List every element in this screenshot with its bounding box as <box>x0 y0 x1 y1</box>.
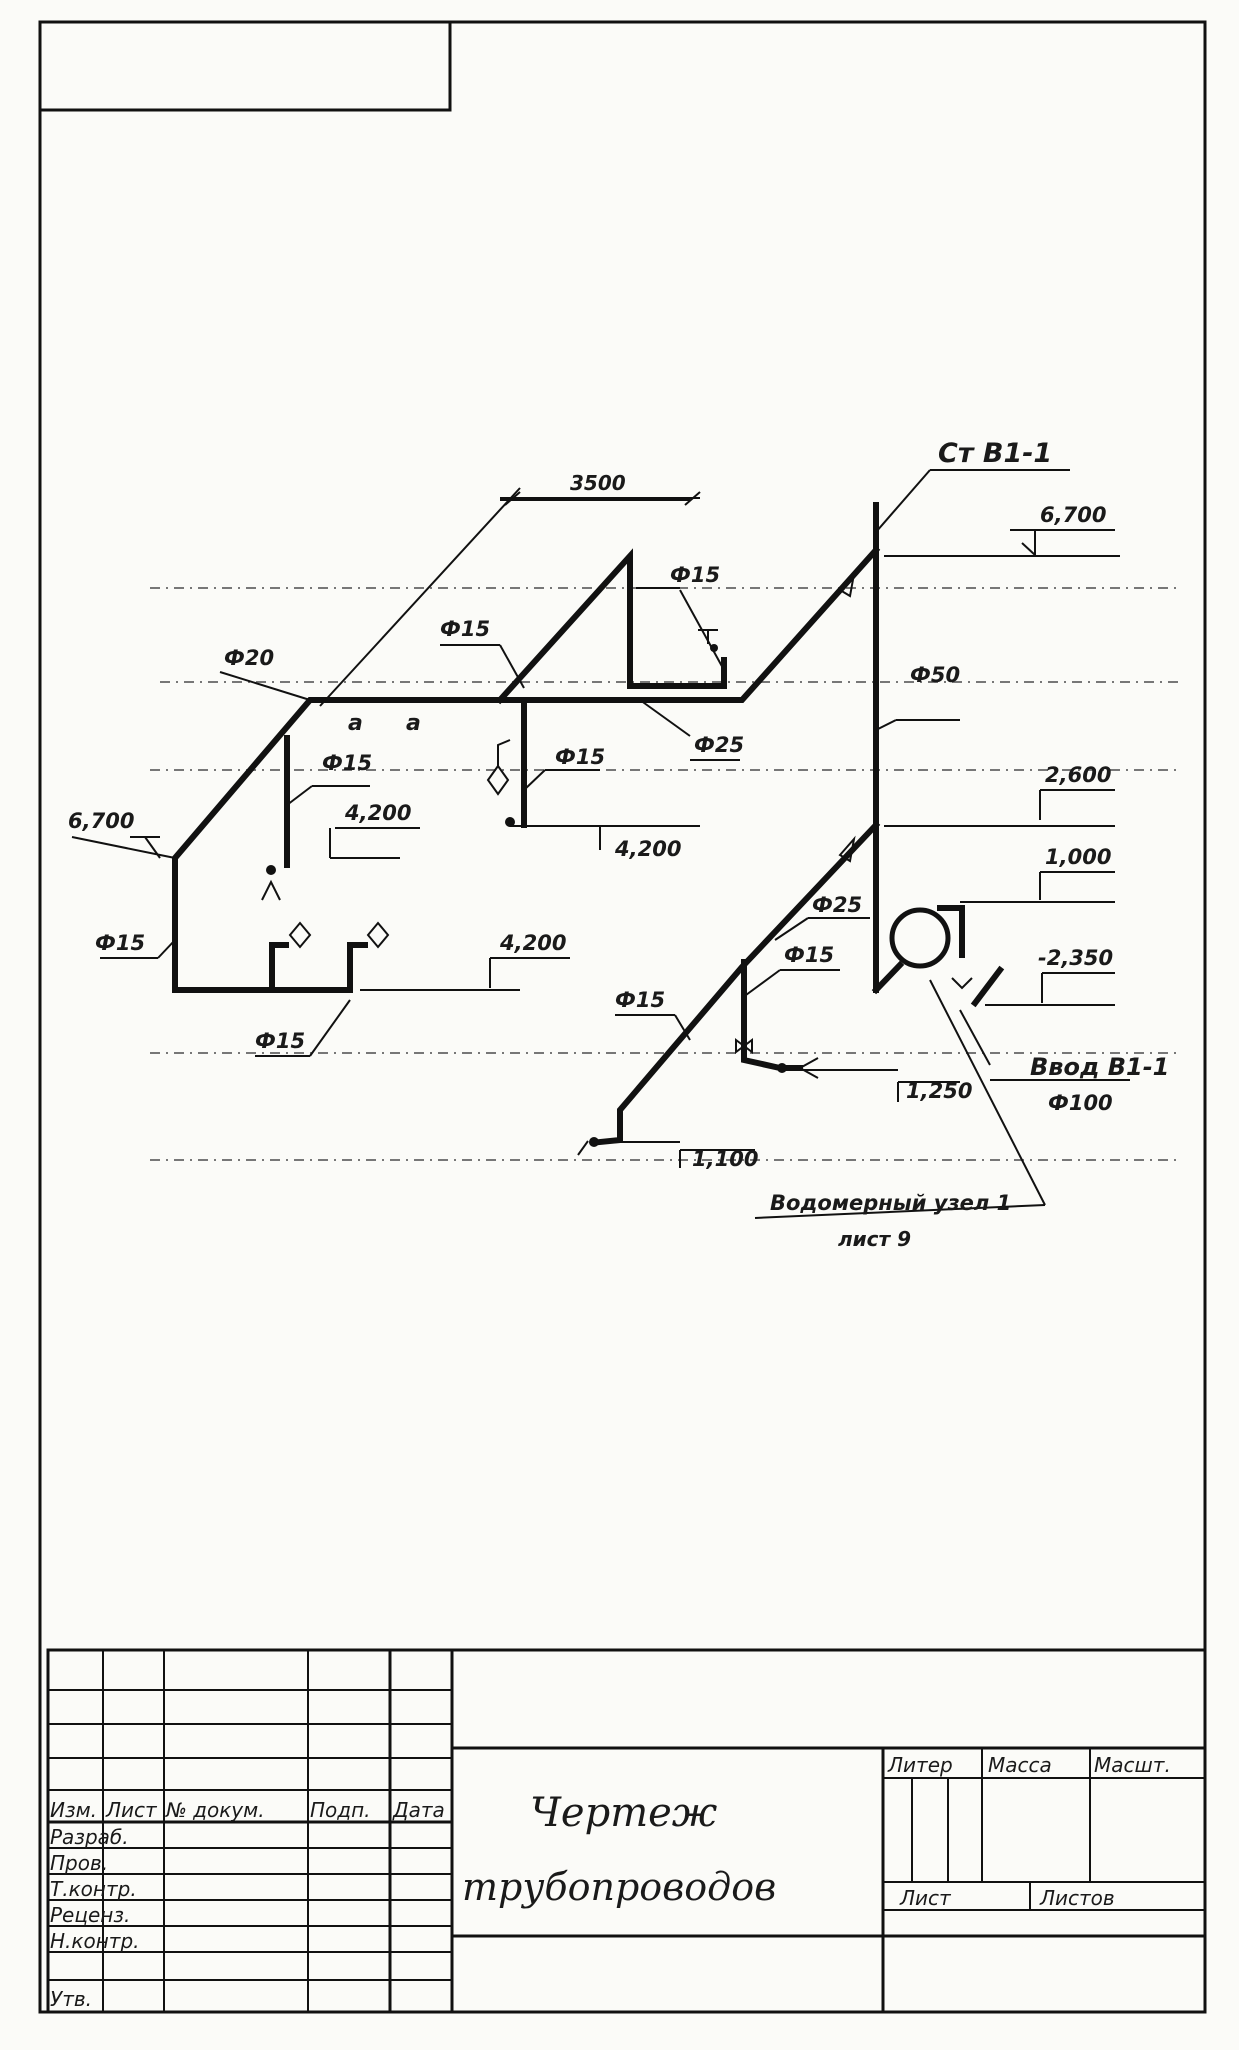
label-d15-top: Ф15 <box>670 563 720 587</box>
riser-label: Ст В1-1 <box>938 438 1052 469</box>
tb-masshtab: Масшт. <box>1094 1753 1171 1777</box>
title-block: Изм. Лист № докум. Подп. Дата Разраб. Пр… <box>46 1648 1207 2014</box>
label-d15-lower-branch: Ф15 <box>784 943 834 967</box>
tb-sheets: Листов <box>1039 1886 1115 1910</box>
drawing-title-line2: трубопроводов <box>462 1865 776 1909</box>
label-d15-lower-left: Ф15 <box>615 988 665 1012</box>
label-d25-upper: Ф25 <box>694 733 744 757</box>
label-d15-bottom: Ф15 <box>255 1029 305 1053</box>
meter-sheet-label: лист 9 <box>838 1227 911 1251</box>
level-6700-right: 6,700 <box>1040 503 1106 527</box>
level-minus2350: -2,350 <box>1038 946 1113 970</box>
tb-header-izm: Изм. <box>50 1798 97 1822</box>
tb-role-utv: Утв. <box>50 1987 92 2011</box>
level-1250: 1,250 <box>906 1079 972 1103</box>
sheet-frame <box>38 20 1207 2014</box>
fittings <box>261 570 973 1156</box>
tb-header-data: Дата <box>392 1798 445 1822</box>
label-d15-mid: Ф15 <box>440 617 490 641</box>
tb-role-prov: Пров. <box>50 1851 108 1875</box>
level-1000: 1,000 <box>1045 845 1111 869</box>
tb-role-recenz: Реценз. <box>50 1903 130 1927</box>
tb-role-razrab: Разраб. <box>50 1825 129 1849</box>
label-d50: Ф50 <box>910 663 960 687</box>
label-a-left: а <box>348 711 363 736</box>
tb-sheet: Лист <box>899 1886 952 1910</box>
level-4200-left: 4,200 <box>344 801 411 825</box>
level-4200-center: 4,200 <box>614 837 681 861</box>
tb-header-podp: Подп. <box>310 1798 371 1822</box>
label-a-right: а <box>406 711 421 736</box>
label-d25-lower: Ф25 <box>812 893 862 917</box>
tb-liter: Литер <box>887 1753 953 1777</box>
piping <box>172 502 1005 1146</box>
dim-3500: 3500 <box>570 471 626 495</box>
drawing-title-line1: Чертеж <box>530 1790 718 1836</box>
tb-massa: Масса <box>988 1753 1052 1777</box>
level-marks <box>71 529 1120 1168</box>
meter-node-label: Водомерный узел 1 <box>770 1191 1011 1215</box>
level-4200-bottom: 4,200 <box>499 931 566 955</box>
label-d15-center-branch: Ф15 <box>555 745 605 769</box>
label-d20: Ф20 <box>224 646 274 670</box>
level-2600: 2,600 <box>1045 763 1111 787</box>
entry-diameter: Ф100 <box>1048 1091 1113 1115</box>
tb-role-tkontr: Т.контр. <box>50 1877 137 1901</box>
floor-lines <box>150 587 1180 1161</box>
level-1100: 1,100 <box>692 1147 758 1171</box>
tb-header-doc: № докум. <box>165 1798 265 1822</box>
label-d15-left-riser: Ф15 <box>95 931 145 955</box>
label-d15-left-branch: Ф15 <box>322 751 372 775</box>
leaders <box>100 469 1130 1219</box>
tb-header-list: Лист <box>105 1798 158 1822</box>
drawing-labels: Ст В1-1 3500 6,700 Ф15 Ф15 Ф20 Ф50 а а Ф… <box>68 438 1169 1251</box>
level-6700-left: 6,700 <box>68 809 134 833</box>
tb-role-nkontr: Н.контр. <box>50 1929 140 1953</box>
entry-label: Ввод В1-1 <box>1030 1053 1169 1081</box>
